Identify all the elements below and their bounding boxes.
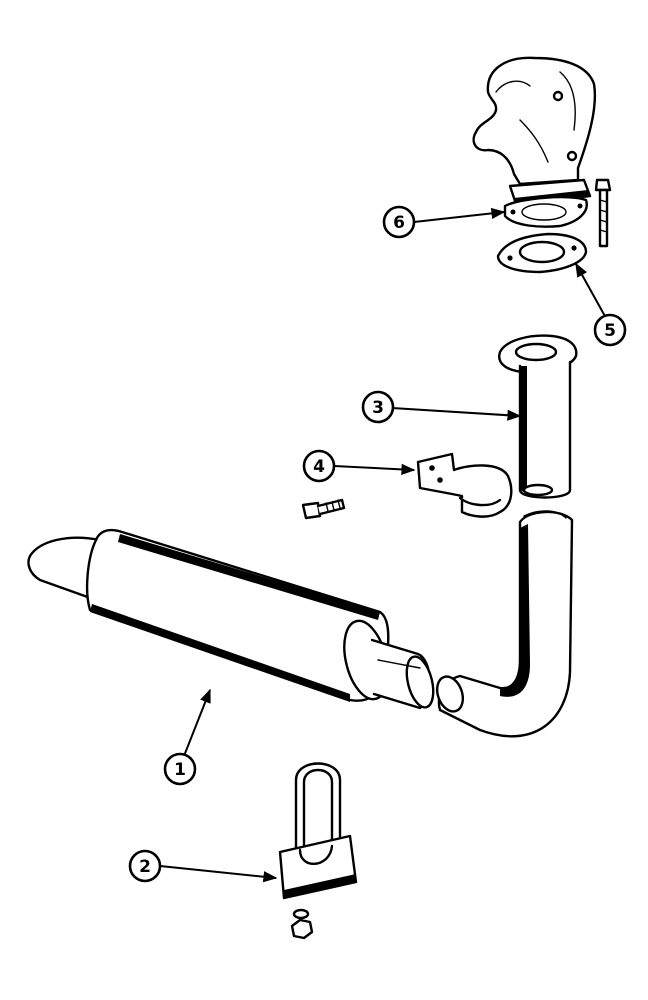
callout-6: 6 — [382, 205, 416, 239]
leader-1 — [183, 688, 211, 757]
callout-5: 5 — [593, 313, 627, 347]
stud-bolt — [594, 178, 612, 248]
clamp-bolt — [301, 498, 346, 520]
exhaust-manifold — [472, 56, 597, 206]
flange-plate — [496, 232, 588, 274]
leader-lines — [159, 207, 607, 883]
leader-4 — [333, 463, 416, 475]
leader-6 — [413, 207, 506, 223]
callout-6-label: 6 — [393, 213, 405, 233]
leader-2 — [159, 865, 278, 883]
leader-5 — [575, 262, 607, 319]
pipe-clamp — [416, 452, 513, 518]
u-bolt-bracket — [278, 762, 358, 940]
callout-4-label: 4 — [313, 457, 325, 477]
callout-2: 2 — [128, 849, 162, 883]
muffler — [27, 528, 435, 710]
callout-3: 3 — [361, 390, 395, 424]
elbow-exhaust-pipe — [435, 510, 574, 738]
callout-1-label: 1 — [174, 760, 186, 780]
callout-2-label: 2 — [139, 857, 151, 877]
callout-1: 1 — [163, 752, 197, 786]
callout-3-label: 3 — [372, 398, 384, 418]
callout-4: 4 — [302, 449, 336, 483]
callout-5-label: 5 — [604, 321, 616, 341]
upper-exhaust-pipe — [498, 334, 578, 499]
gasket — [503, 195, 588, 228]
leader-3 — [391, 407, 522, 421]
